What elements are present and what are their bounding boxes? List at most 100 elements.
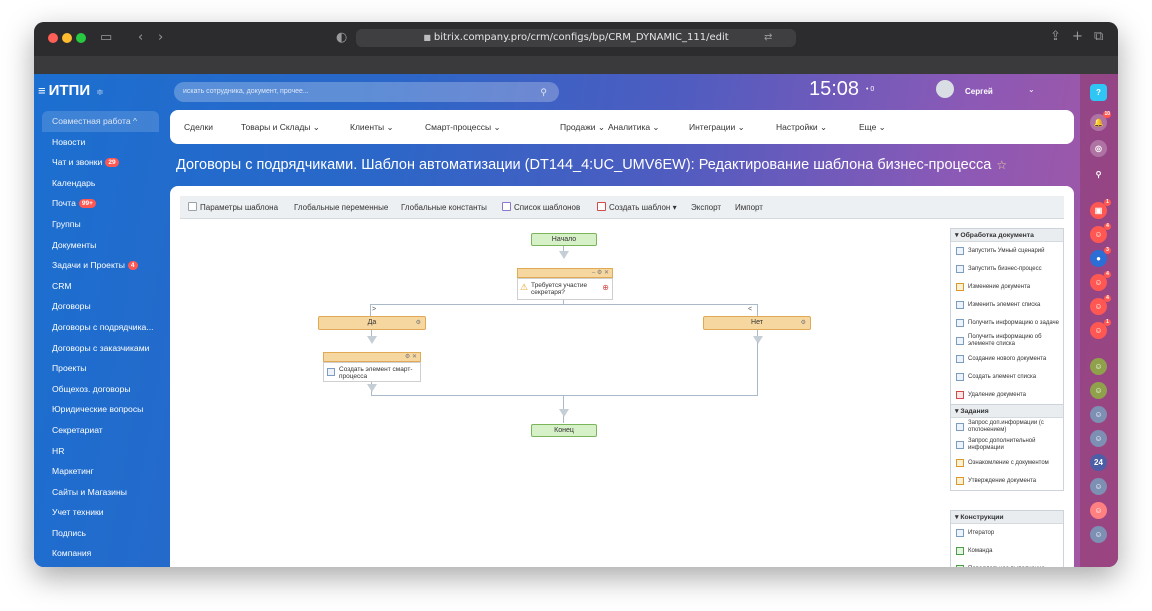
maximize-window-button[interactable]: [76, 33, 86, 43]
panel-section-header[interactable]: ▾ Конструкции: [951, 511, 1063, 524]
topnav-item[interactable]: Товары и Склады ⌄: [241, 122, 320, 132]
topnav-item[interactable]: Клиенты ⌄: [350, 122, 394, 132]
activity-item[interactable]: Запрос доп.информации (с отклонением): [951, 418, 1063, 436]
user-icon[interactable]: ☺: [1090, 502, 1107, 519]
gear-icon[interactable]: ⚙: [415, 320, 421, 326]
condition-node-header[interactable]: – ⚙ ✕: [517, 268, 613, 278]
user-icon[interactable]: ☺1: [1090, 319, 1111, 339]
templates-list-button[interactable]: Список шаблонов: [502, 196, 580, 219]
close-window-button[interactable]: [48, 33, 58, 43]
activity-item[interactable]: Удаление документа: [951, 386, 1063, 404]
topnav-item[interactable]: Интеграции ⌄: [689, 122, 745, 132]
sidebar-item[interactable]: Сайты и Магазины: [42, 482, 159, 503]
topnav-item[interactable]: Продажи ⌄: [560, 122, 605, 132]
branch-no-node[interactable]: Нет⚙: [703, 316, 811, 330]
start-node[interactable]: Начало: [531, 233, 597, 246]
chat-bubble-icon[interactable]: ●3: [1090, 247, 1111, 267]
action-node-header[interactable]: ⚙ ✕: [323, 352, 421, 362]
new-tab-icon[interactable]: +: [1072, 29, 1083, 44]
sidebar-item[interactable]: Общехоз. договоры: [42, 379, 159, 400]
activity-item[interactable]: Получить информацию о задаче: [951, 314, 1063, 332]
group-icon[interactable]: ☺4: [1090, 271, 1111, 291]
sidebar-item[interactable]: Юридические вопросы: [42, 399, 159, 420]
translate-icon[interactable]: ⇄: [764, 32, 773, 43]
activity-item[interactable]: Запустить Умный сценарий: [951, 242, 1063, 260]
topnav-item[interactable]: Смарт-процессы ⌄: [425, 122, 501, 132]
create-template-button[interactable]: Создать шаблон ▾: [597, 196, 677, 219]
pin-icon[interactable]: ≑: [96, 87, 104, 97]
activity-item[interactable]: Создание нового документа: [951, 350, 1063, 368]
topnav-item[interactable]: Еще ⌄: [859, 122, 886, 132]
chevron-down-icon[interactable]: ⌄: [1028, 85, 1035, 94]
activity-item[interactable]: Получить информацию об элементе списка: [951, 332, 1063, 350]
topnav-item[interactable]: Сделки: [184, 122, 213, 132]
group-icon[interactable]: ☺: [1090, 382, 1107, 399]
search-icon[interactable]: ⚲: [1095, 170, 1102, 179]
sidebar-item[interactable]: Документы: [42, 235, 159, 256]
user-icon[interactable]: ☺: [1090, 478, 1107, 495]
sidebar-item[interactable]: Маркетинг: [42, 461, 159, 482]
group-icon[interactable]: ☺4: [1090, 295, 1111, 315]
avatar[interactable]: [936, 80, 954, 98]
user-icon[interactable]: ☺: [1090, 430, 1107, 447]
logo[interactable]: ≡ИТПИ≑: [38, 82, 104, 99]
activity-item[interactable]: Изменение документа: [951, 278, 1063, 296]
activity-item[interactable]: Изменить элемент списка: [951, 296, 1063, 314]
forward-icon[interactable]: ›: [158, 30, 164, 45]
sidebar-item[interactable]: Секретариат: [42, 420, 159, 441]
activity-item[interactable]: Параллельное выполнение: [951, 560, 1063, 567]
sidebar-item[interactable]: Учет техники: [42, 502, 159, 523]
branch-yes-node[interactable]: Да⚙: [318, 316, 426, 330]
sidebar-item[interactable]: Договоры с подрядчика...: [42, 317, 159, 338]
topnav-item[interactable]: Аналитика ⌄: [608, 122, 660, 132]
template-params-button[interactable]: Параметры шаблона: [188, 196, 278, 219]
sidebar-item[interactable]: Новости: [42, 132, 159, 153]
export-button[interactable]: Экспорт: [691, 196, 721, 219]
group-icon[interactable]: ☺: [1090, 358, 1107, 375]
counter-icon[interactable]: 24: [1090, 454, 1107, 471]
gear-icon[interactable]: ⚙: [800, 320, 806, 326]
panel-section-header[interactable]: ▾ Обработка документа: [951, 229, 1063, 242]
import-button[interactable]: Импорт: [735, 196, 763, 219]
tabs-overview-icon[interactable]: ⧉: [1094, 29, 1104, 44]
minimize-window-button[interactable]: [62, 33, 72, 43]
sidebar-item[interactable]: Договоры: [42, 296, 159, 317]
activity-item[interactable]: Ознакомление с документом: [951, 454, 1063, 472]
topnav-item[interactable]: Настройки ⌄: [776, 122, 828, 132]
global-constants-button[interactable]: Глобальные константы: [401, 196, 487, 219]
user-name[interactable]: Сергей: [965, 87, 993, 96]
user-icon[interactable]: ☺: [1090, 406, 1107, 423]
sidebar-item[interactable]: Календарь: [42, 173, 159, 194]
chat-icon[interactable]: ◎: [1090, 140, 1107, 157]
sidebar-item[interactable]: Подпись: [42, 523, 159, 544]
sidebar-item[interactable]: Компания: [42, 543, 159, 564]
sidebar-item[interactable]: Договоры с заказчиками: [42, 338, 159, 359]
chevron-right-icon[interactable]: >: [372, 306, 377, 313]
chevron-left-icon[interactable]: <: [748, 306, 753, 313]
sidebar-item[interactable]: CRM: [42, 276, 159, 297]
bell-icon[interactable]: 🔔10: [1090, 111, 1111, 131]
condition-node[interactable]: ⚠ Требуется участие секретаря? ⊕: [517, 278, 613, 300]
help-icon[interactable]: ?: [1090, 84, 1107, 101]
activity-item[interactable]: Утверждение документа: [951, 472, 1063, 490]
global-variables-button[interactable]: Глобальные переменные: [294, 196, 388, 219]
sidebar-toggle-icon[interactable]: ▭: [100, 30, 113, 45]
back-icon[interactable]: ‹: [138, 30, 144, 45]
sidebar-item[interactable]: Совместная работа ^: [42, 111, 159, 132]
search-input[interactable]: искать сотрудника, документ, прочее...⚲: [174, 82, 559, 102]
star-icon[interactable]: ☆: [996, 158, 1008, 172]
action-node[interactable]: Создать элемент смарт-процесса: [323, 362, 421, 382]
share-icon[interactable]: ⇪: [1050, 29, 1061, 44]
add-icon[interactable]: ⊕: [602, 283, 609, 292]
activity-item[interactable]: Запрос дополнительной информации: [951, 436, 1063, 454]
activity-item[interactable]: Создать элемент списка: [951, 368, 1063, 386]
end-node[interactable]: Конец: [531, 424, 597, 437]
sidebar-item[interactable]: Проекты: [42, 358, 159, 379]
address-bar[interactable]: ■bitrix.company.pro/crm/configs/bp/CRM_D…: [356, 29, 796, 47]
menu-icon[interactable]: ≡: [38, 83, 46, 98]
sidebar-item[interactable]: HR: [42, 441, 159, 462]
activity-item[interactable]: Запустить бизнес-процесс: [951, 260, 1063, 278]
activity-item[interactable]: Итератор: [951, 524, 1063, 542]
